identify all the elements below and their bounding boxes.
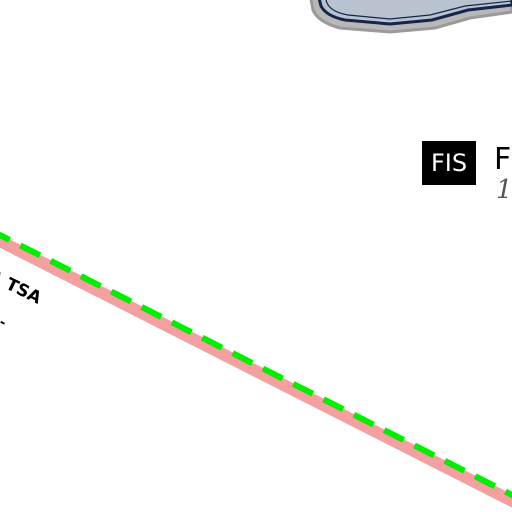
airspace-boundary-band <box>0 234 512 508</box>
fis-frequency-fragment: 1 <box>496 175 512 205</box>
airspace-boundary-dash <box>0 231 512 499</box>
fis-badge: FIS <box>422 141 477 185</box>
tsa-label-fragment: - <box>0 314 9 331</box>
lake-inner-outline <box>325 0 512 20</box>
fis-name-fragment: F <box>494 142 512 177</box>
